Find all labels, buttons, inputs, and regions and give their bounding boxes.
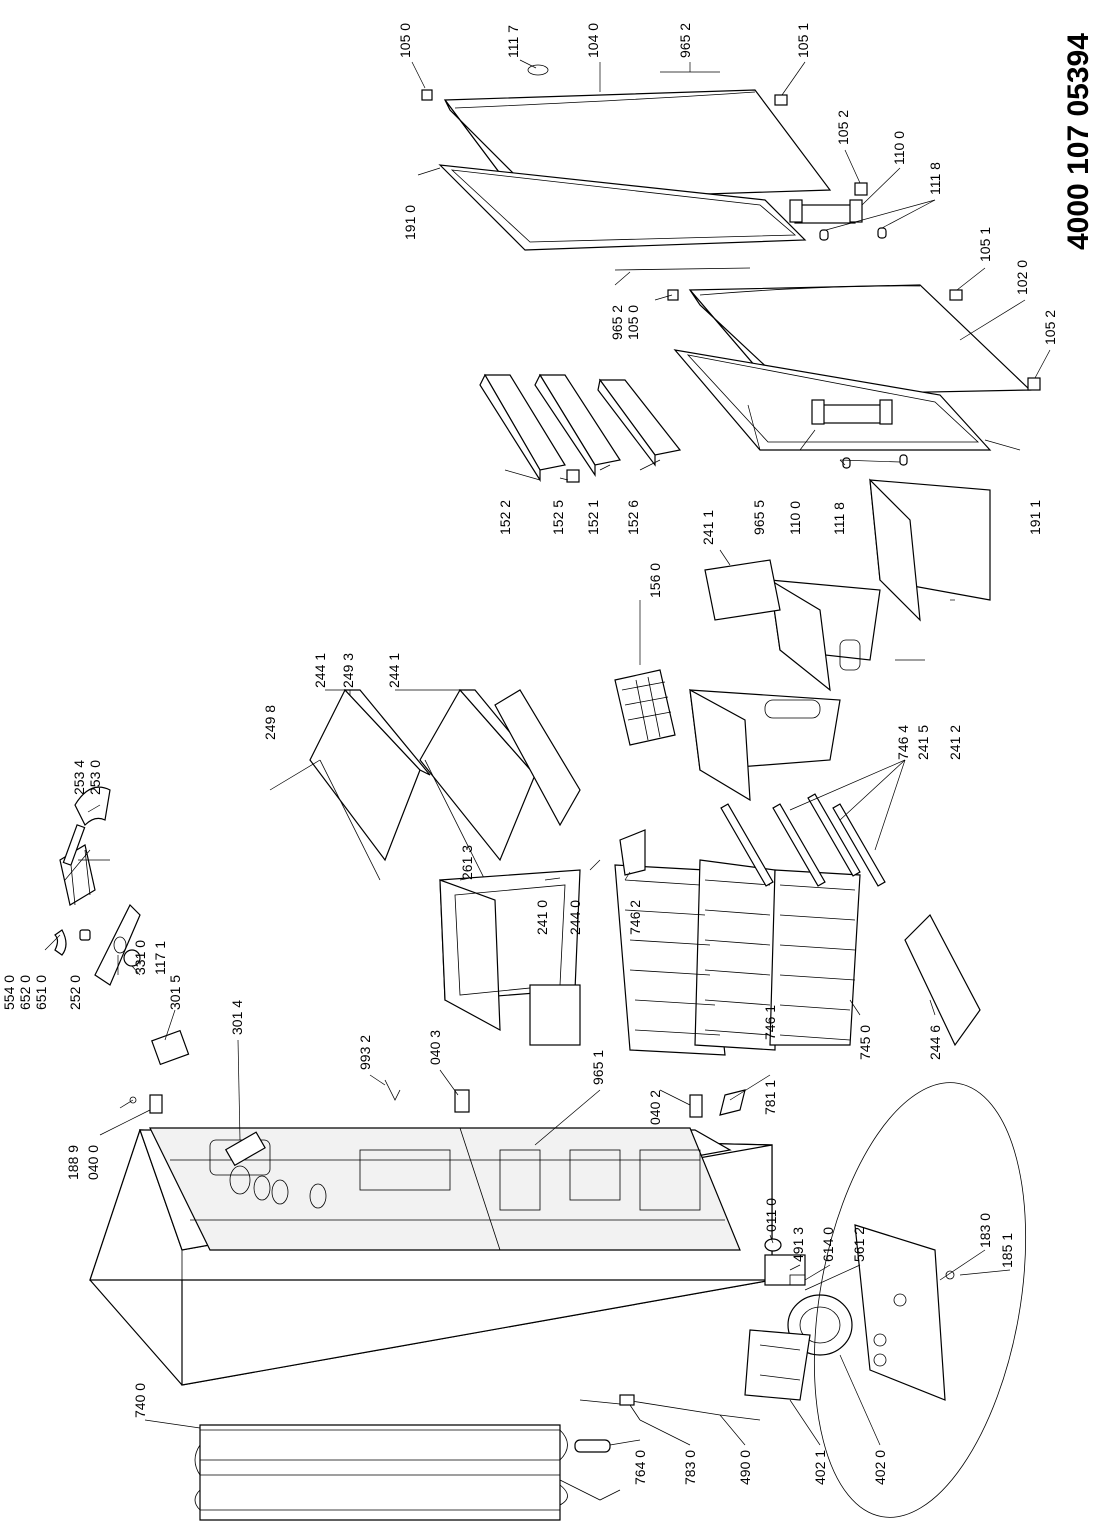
label-745-0: 745 0: [857, 1025, 873, 1060]
label-746-2: 746 2: [627, 900, 643, 935]
label-965-2-b: 965 2: [609, 305, 625, 340]
freezer-drawers: [689, 478, 991, 802]
label-740-0: 740 0: [132, 1383, 148, 1418]
label-993-2: 993 2: [357, 1035, 373, 1070]
glass-shelves: [309, 688, 581, 881]
label-117-1: 117 1: [152, 941, 168, 975]
label-152-6: 152 6: [625, 500, 641, 535]
label-191-1: 191 1: [1027, 500, 1043, 535]
shelf-brackets: [619, 793, 886, 887]
label-965-5: 965 5: [751, 500, 767, 535]
label-185-1: 185 1: [999, 1233, 1015, 1268]
part-labels: 105 0 111 7 104 0 965 2 105 1 105 2 110 …: [1, 23, 1058, 1485]
label-105-2-b: 105 2: [1042, 310, 1058, 345]
hinge-parts: [421, 64, 1041, 469]
label-554-0: 554 0: [1, 975, 17, 1010]
label-110-0-b: 110 0: [787, 501, 803, 535]
crisper-drawer: [439, 869, 581, 1046]
thermostat-housing: [54, 903, 141, 986]
label-040-3: 040 3: [427, 1030, 443, 1065]
label-152-2: 152 2: [497, 500, 513, 535]
label-156-0: 156 0: [647, 563, 663, 598]
label-152-1: 152 1: [585, 500, 601, 535]
label-011-0: 011 0: [763, 1198, 779, 1232]
label-301-4: 301 4: [229, 1000, 245, 1035]
label-188-9: 188 9: [65, 1145, 81, 1180]
pipe-and-dryer: [574, 1399, 641, 1453]
label-111-7: 111 7: [505, 25, 521, 58]
misc-small-parts: [384, 1079, 782, 1252]
label-331-0: 331 0: [132, 940, 148, 975]
label-490-0: 490 0: [737, 1450, 753, 1485]
label-040-0: 040 0: [85, 1145, 101, 1180]
label-746-4: 746 4: [895, 725, 911, 760]
door-balconies: [479, 373, 682, 483]
label-111-8-b: 111 8: [831, 502, 847, 535]
label-252-0: 252 0: [67, 975, 83, 1010]
label-244-0: 244 0: [567, 900, 583, 935]
label-241-1: 241 1: [700, 510, 716, 545]
freezer-handle: [789, 199, 863, 224]
label-241-0: 241 0: [534, 900, 550, 935]
label-249-3: 249 3: [340, 653, 356, 688]
label-183-0: 183 0: [977, 1213, 993, 1248]
glass-plate: [904, 913, 981, 1047]
label-253-0: 253 0: [87, 760, 103, 795]
label-111-8-a: 111 8: [927, 162, 943, 195]
label-402-0: 402 0: [872, 1450, 888, 1485]
freezer-door-gasket: [438, 164, 807, 251]
fridge-handle: [811, 399, 893, 425]
label-746-1: 746 1: [762, 1005, 778, 1040]
label-402-1: 402 1: [812, 1450, 828, 1485]
fridge-door-gasket: [673, 349, 992, 451]
label-261-3: 261 3: [459, 845, 475, 880]
label-104-0: 104 0: [585, 23, 601, 58]
label-105-1-a: 105 1: [795, 23, 811, 58]
label-040-2: 040 2: [647, 1090, 663, 1125]
label-244-6: 244 6: [927, 1025, 943, 1060]
label-561-2: 561 2: [851, 1227, 867, 1262]
label-105-2-a: 105 2: [835, 110, 851, 145]
label-241-5: 241 5: [915, 725, 931, 760]
label-105-0-a: 105 0: [397, 23, 413, 58]
cabinet-body: [89, 1127, 773, 1386]
label-783-0: 783 0: [682, 1450, 698, 1485]
label-110-0-a: 110 0: [891, 131, 907, 165]
label-105-1-b: 105 1: [977, 227, 993, 262]
label-491-3: 491 3: [790, 1227, 806, 1262]
top-cover-parts: [129, 1029, 266, 1167]
label-781-1: 781 1: [762, 1080, 778, 1115]
label-965-1: 965 1: [590, 1050, 606, 1085]
label-191-0: 191 0: [402, 205, 418, 240]
condenser: [194, 1424, 621, 1521]
label-244-1-b: 244 1: [386, 653, 402, 688]
label-241-2: 241 2: [947, 725, 963, 760]
label-301-5: 301 5: [167, 975, 183, 1010]
label-249-8: 249 8: [262, 705, 278, 740]
label-614-0: 614 0: [820, 1227, 836, 1262]
compressor: [744, 1294, 853, 1401]
leader-lines: [44, 59, 1051, 1446]
egg-tray: [614, 669, 676, 746]
label-965-2-a: 965 2: [677, 23, 693, 58]
label-152-5: 152 5: [550, 500, 566, 535]
label-244-1-a: 244 1: [312, 653, 328, 688]
fan-assembly: [59, 844, 96, 906]
power-cord: [619, 1394, 761, 1421]
label-105-0-b: 105 0: [625, 305, 641, 340]
label-253-4: 253 4: [71, 760, 87, 795]
document-number: 4000 107 05394: [1062, 33, 1095, 250]
label-652-0: 652 0: [17, 975, 33, 1010]
label-764-0: 764 0: [632, 1450, 648, 1485]
evaporator-shelves: [614, 859, 861, 1056]
relay-box: [764, 1254, 806, 1286]
air-duct: [62, 786, 111, 866]
label-102-0: 102 0: [1014, 260, 1030, 295]
label-651-0: 651 0: [33, 975, 49, 1010]
